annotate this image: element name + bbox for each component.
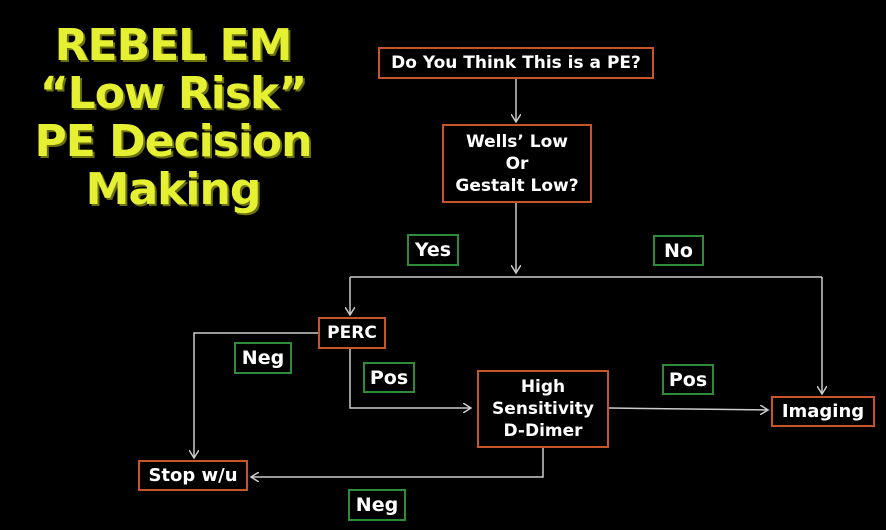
arrow-ddimer-to-imaging xyxy=(608,408,768,410)
diagram-title: REBEL EM “Low Risk” PE Decision Making xyxy=(18,22,328,214)
edge-label-ddimer-neg: Neg xyxy=(348,489,406,521)
node-imaging: Imaging xyxy=(771,396,875,427)
title-line-4: Making xyxy=(85,164,262,215)
title-line-3: PE Decision xyxy=(34,116,313,167)
edge-label-no: No xyxy=(653,235,704,266)
arrow-ddimer-to-stop xyxy=(251,448,544,477)
node-perc: PERC xyxy=(318,317,386,349)
node-think-pe: Do You Think This is a PE? xyxy=(378,47,654,79)
edge-label-ddimer-pos: Pos xyxy=(662,364,714,395)
edge-label-perc-neg: Neg xyxy=(234,342,292,374)
arrow-perc-to-ddimer xyxy=(349,349,471,408)
title-line-1: REBEL EM xyxy=(54,20,293,71)
node-stop-workup: Stop w/u xyxy=(138,460,248,491)
title-line-2: “Low Risk” xyxy=(39,68,307,119)
arrow-perc-to-stop xyxy=(194,332,318,458)
node-wells-gestalt: Wells’ Low Or Gestalt Low? xyxy=(442,124,592,203)
edge-label-perc-pos: Pos xyxy=(363,362,415,393)
edge-label-yes: Yes xyxy=(407,234,459,266)
node-ddimer: High Sensitivity D-Dimer xyxy=(477,370,609,448)
